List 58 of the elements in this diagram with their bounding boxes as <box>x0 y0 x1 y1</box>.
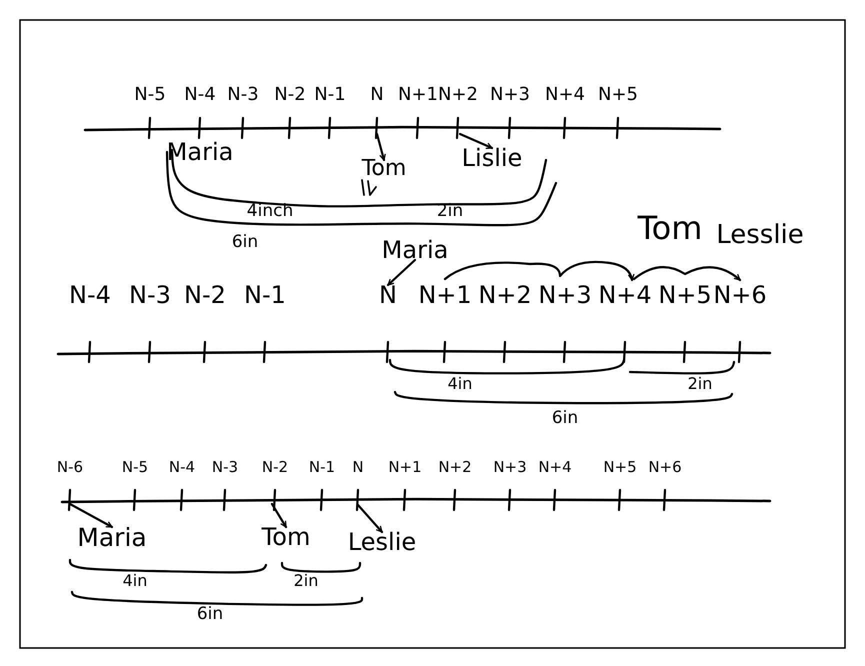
tick-label: N+1 <box>388 460 422 475</box>
measure-label: 4inch <box>246 203 294 220</box>
arrow <box>458 132 494 150</box>
measure-label: 2in <box>294 573 318 589</box>
tick-label: N <box>352 460 364 475</box>
tick-label: N+4 <box>545 86 585 104</box>
measure-label: 2in <box>688 376 712 392</box>
name-label: Lislie <box>462 146 522 170</box>
name-label: Tom <box>362 158 406 180</box>
tick-label: N+3 <box>490 86 530 104</box>
tick-label: N-4 <box>184 86 216 104</box>
tick-label: N-1 <box>244 283 286 307</box>
name-label: Lesslie <box>716 222 804 248</box>
tick-label: N+2 <box>438 86 478 104</box>
tick-label: N <box>370 86 384 104</box>
tick-label: N+1 <box>418 283 472 307</box>
measure-label: 4in <box>122 573 148 589</box>
tick-label: N-3 <box>212 460 238 475</box>
tick-label: N-3 <box>129 283 171 307</box>
tick-label: N+5 <box>598 86 638 104</box>
name-label: Maria <box>166 140 234 164</box>
tick-label: N-3 <box>227 86 259 104</box>
tick-label: N+2 <box>438 460 472 475</box>
tick-label: N-2 <box>262 460 288 475</box>
tick-label: N-1 <box>308 460 336 475</box>
measure-label: 6in <box>232 234 258 251</box>
arrow <box>386 258 416 286</box>
arrow <box>68 502 114 528</box>
measure-label: 6in <box>196 606 224 623</box>
tick-label: N-5 <box>122 460 148 475</box>
tick-label: N+3 <box>538 283 592 307</box>
tick-label: N+5 <box>658 283 712 307</box>
tick-label: N-2 <box>184 283 226 307</box>
arrow <box>356 504 384 534</box>
name-label: Tom <box>262 525 310 549</box>
name-label: Maria <box>77 525 147 550</box>
tick-label: N-4 <box>69 283 111 307</box>
measure-label: 6in <box>552 410 578 427</box>
tick-label: N+6 <box>648 460 682 475</box>
tick-label: N+2 <box>478 283 532 307</box>
tick-label: N+6 <box>713 283 767 307</box>
tick-label: N+3 <box>493 460 527 475</box>
tick-label: N <box>379 283 397 307</box>
tick-label: N-6 <box>56 460 84 475</box>
measure-label: 4in <box>448 376 472 392</box>
tick-label: N+4 <box>598 283 652 307</box>
name-label: Maria <box>382 238 448 262</box>
name-label: Leslie <box>348 530 416 554</box>
name-label: Tom <box>638 212 702 244</box>
tick-label: N-2 <box>274 86 306 104</box>
arrow <box>376 132 386 162</box>
tick-label: N-4 <box>168 460 196 475</box>
arrow <box>270 502 288 528</box>
tick-label: N+1 <box>398 86 438 104</box>
tick-label: N+5 <box>603 460 637 475</box>
tick-label: N+4 <box>538 460 572 475</box>
tick-label: N-1 <box>314 86 346 104</box>
tick-label: N-5 <box>134 86 166 104</box>
